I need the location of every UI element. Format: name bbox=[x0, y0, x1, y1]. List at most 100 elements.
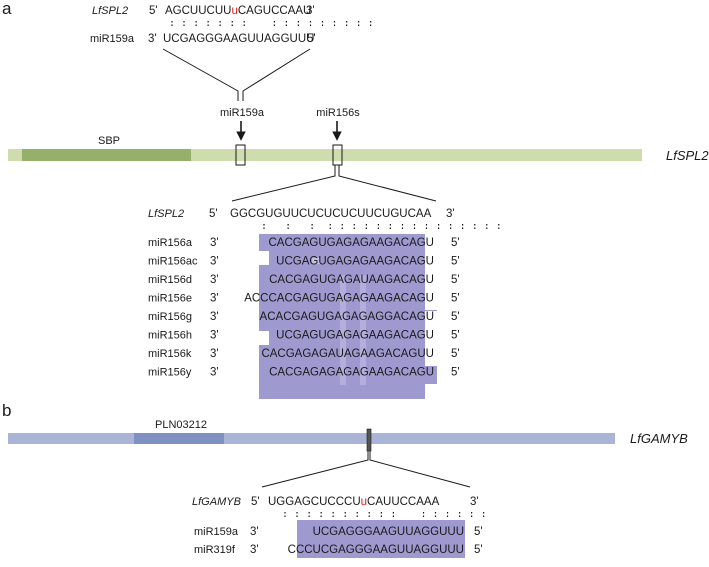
mir156-row-3prime: 3' bbox=[210, 348, 219, 360]
mir159-target-site-marker bbox=[366, 428, 372, 452]
mir156-row-sequence: UCGAGUGAGAGAAGACAGU bbox=[276, 256, 434, 268]
mir156-row-name: miR156d bbox=[148, 274, 192, 286]
gamyb-row-5prime: 5' bbox=[474, 526, 483, 538]
mir156-row-3prime: 3' bbox=[210, 311, 219, 323]
mir156-row-name: miR156k bbox=[148, 348, 192, 360]
top-mir-3prime: 3' bbox=[148, 33, 157, 45]
site-label-mir156s: miR156s bbox=[316, 107, 360, 119]
mir156-row-name: miR156y bbox=[148, 367, 192, 379]
gamyb-row-name: miR159a bbox=[194, 526, 239, 538]
mir156-row-name: miR156a bbox=[148, 237, 193, 249]
gamyb-gene-sequence: UGGAGCUCCCUuCAUUCCAAA bbox=[268, 496, 440, 508]
top-gene-name: LfSPL2 bbox=[92, 5, 128, 17]
bottom-pairing-marks: : : : : : : : : : : : : : : : : : : bbox=[261, 221, 502, 232]
mir156-highlight-block bbox=[259, 234, 437, 399]
highlight-gap bbox=[425, 384, 437, 399]
gamyb-gene-seq-left: UGGAGCUCCCU bbox=[268, 496, 361, 508]
mir156-row-name: miR156ac bbox=[148, 256, 198, 268]
mir156-row-sequence: ACACGAGUGAGAGAGGACAGU bbox=[260, 311, 434, 323]
mir156-row-sequence: CACGAGUGAGAUAAGACAGU bbox=[269, 274, 434, 286]
mir156-row-3prime: 3' bbox=[210, 293, 219, 305]
lfgamyb-gene-label: LfGAMYB bbox=[630, 431, 688, 446]
top-gene-5prime: 5' bbox=[149, 5, 158, 17]
mir156-row-sequence: CACGAGUGAGAGAAGACAGU bbox=[268, 237, 434, 249]
lfspl2-gene-label: LfSPL2 bbox=[666, 148, 709, 163]
mir156-row-name: miR156e bbox=[148, 293, 192, 305]
bottom-gene-5prime: 5' bbox=[209, 208, 218, 220]
top-gene-seq-left: AGCUUCUU bbox=[165, 5, 231, 17]
mir156-row-5prime: 5' bbox=[451, 256, 460, 268]
top-mir-5prime: 5' bbox=[307, 33, 316, 45]
gamyb-row-5prime: 5' bbox=[474, 544, 483, 556]
mir156-target-site-box bbox=[332, 144, 343, 166]
top-pairing-marks: : : : : : : : : : : : : : : : : bbox=[169, 18, 374, 29]
top-mir-name: miR159a bbox=[90, 33, 135, 45]
highlight-gap bbox=[259, 331, 269, 345]
mir156-row-name: miR156g bbox=[148, 311, 192, 323]
panel-a-label: a bbox=[2, 0, 12, 18]
mir156-row-5prime: 5' bbox=[451, 311, 460, 323]
zoom-line-right-a2 bbox=[338, 165, 437, 202]
mir156-row-3prime: 3' bbox=[210, 256, 219, 268]
gamyb-row-3prime: 3' bbox=[250, 526, 259, 538]
mir156-row-5prime: 5' bbox=[451, 330, 460, 342]
gamyb-pairing-marks: : : : : : : : : : : : : : : : : bbox=[282, 509, 487, 520]
mir159a-target-site-box bbox=[235, 144, 246, 166]
site-label-mir159a: miR159a bbox=[220, 107, 265, 119]
sbp-domain bbox=[22, 149, 191, 161]
bottom-gene-3prime: 3' bbox=[446, 208, 455, 220]
bottom-gene-name: LfSPL2 bbox=[148, 208, 184, 220]
highlight-light-column bbox=[360, 275, 366, 385]
mir156-row-3prime: 3' bbox=[210, 330, 219, 342]
gamyb-row-sequence: UCGAGGGAAGUUAGGUUU bbox=[313, 526, 464, 538]
mir156-row-5prime: 5' bbox=[451, 348, 460, 360]
gamyb-gene-5prime: 5' bbox=[251, 496, 260, 508]
mir156-row-3prime: 3' bbox=[210, 274, 219, 286]
top-gene-sequence: AGCUUCUUuCAGUCCAAU bbox=[165, 5, 311, 17]
gamyb-alignment-rows: miR159a 3' UCGAGGGAAGUUAGGUUU 5' miR319f 3' CC… bbox=[194, 526, 483, 556]
zoom-line-right-b bbox=[369, 451, 471, 488]
highlight-gap bbox=[425, 311, 437, 366]
zoom-line-left-b bbox=[261, 451, 369, 488]
mir156-row-5prime: 5' bbox=[451, 237, 460, 249]
mir156-row-sequence: UCGAGUGAGAGAAGACAGU bbox=[276, 330, 434, 342]
pln03212-domain-label: PLN03212 bbox=[155, 419, 207, 431]
top-gene-seq-right: CAGUCCAAU bbox=[238, 5, 311, 17]
mir159-highlight-block bbox=[297, 520, 465, 558]
zoom-line-left-a2 bbox=[231, 165, 336, 202]
mir156-highlight-group bbox=[259, 234, 437, 399]
gamyb-row-name: miR319f bbox=[194, 544, 236, 556]
mir156-row-5prime: 5' bbox=[451, 293, 460, 305]
mir156-row-3prime: 3' bbox=[210, 237, 219, 249]
pln03212-domain bbox=[134, 433, 224, 444]
mir156-row-3prime: 3' bbox=[210, 367, 219, 379]
mir156-row-5prime: 5' bbox=[451, 367, 460, 379]
mir156-row-name: miR156h bbox=[148, 330, 192, 342]
top-gene-mismatch: u bbox=[231, 5, 237, 17]
zoom-line-left-a1 bbox=[162, 48, 239, 101]
gamyb-gene-mismatch: u bbox=[361, 496, 367, 508]
sbp-domain-label: SBP bbox=[98, 135, 120, 147]
highlight-gap bbox=[259, 251, 269, 265]
highlight-gap bbox=[425, 234, 437, 310]
highlight-light-column bbox=[340, 275, 346, 385]
bottom-gene-sequence: GGCGUGUUCUCUCUCUUCUGUCAA bbox=[230, 208, 432, 220]
mir156-row-sequence: ACCCACGAGUGAGAGAAGACAGU bbox=[244, 293, 434, 305]
gamyb-gene-3prime: 3' bbox=[470, 496, 479, 508]
mir156-row-sequence: CACGAGAGAUAGAAGACAGUU bbox=[261, 348, 434, 360]
gamyb-gene-name: LfGAMYB bbox=[192, 496, 241, 508]
highlight-light-column bbox=[312, 258, 320, 264]
lfgamyb-gene-track bbox=[8, 433, 615, 444]
gamyb-row-sequence: CCCUCGAGGGAAGUUAGGUUU bbox=[288, 544, 464, 556]
gamyb-row-3prime: 3' bbox=[250, 544, 259, 556]
panel-b-label: b bbox=[2, 401, 11, 420]
mir156-row-sequence: CACGAGAGAGAGAAGACAGU bbox=[269, 367, 434, 379]
mir156-alignment-rows: miR156a 3' CACGAGUGAGAGAAGACAGU 5' miR156ac 3… bbox=[148, 237, 460, 379]
top-gene-3prime: 3' bbox=[306, 5, 315, 17]
top-mir-sequence: UCGAGGGAAGUUAGGUUU bbox=[163, 33, 314, 45]
gamyb-gene-seq-right: CAUUCCAAA bbox=[367, 496, 440, 508]
mir156-row-5prime: 5' bbox=[451, 274, 460, 286]
zoom-line-right-a1 bbox=[242, 48, 311, 101]
